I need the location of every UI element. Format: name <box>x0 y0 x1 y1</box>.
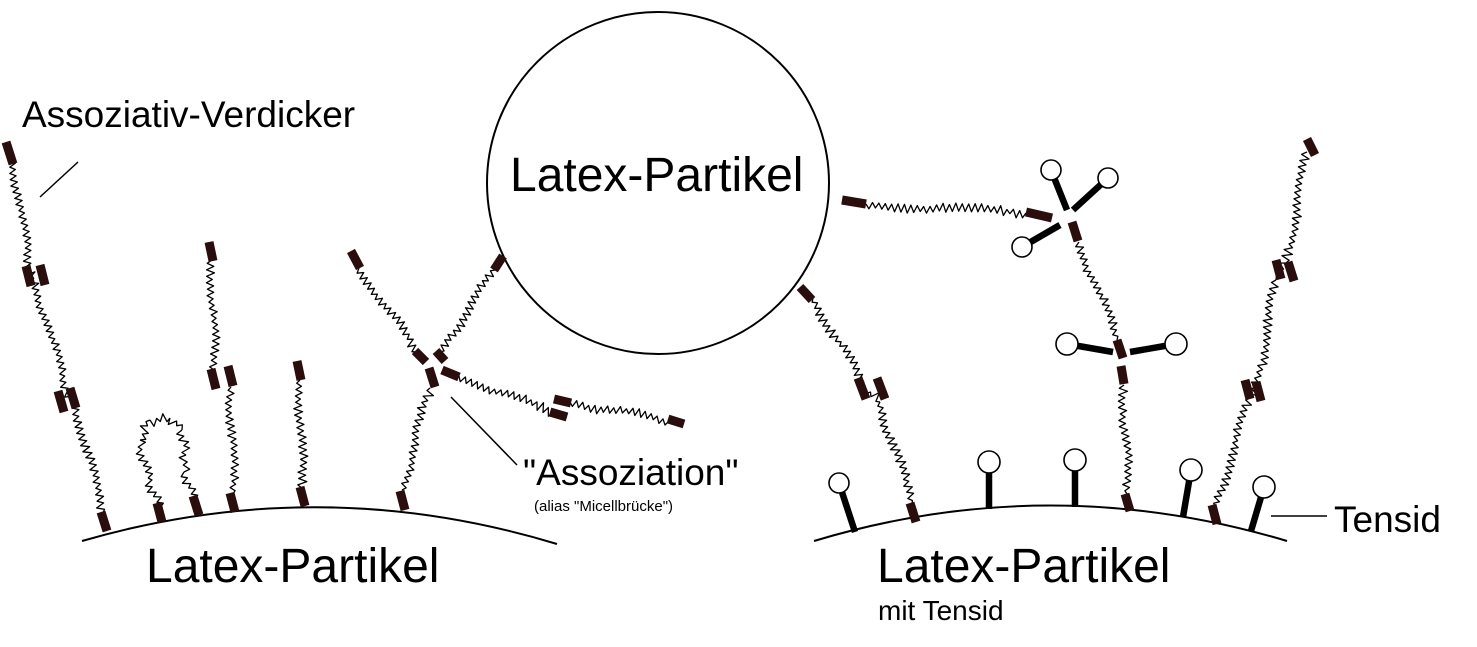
polymer-chain-segment <box>877 401 915 505</box>
polymer-chain-segment <box>401 387 435 491</box>
surfactant-molecules <box>828 159 1276 534</box>
polymer-chain-segment <box>29 277 69 393</box>
latex-particle-left-surface <box>81 506 558 545</box>
hydrophobic-block <box>490 253 507 273</box>
label-latex-partikel-right: Latex-Partikel <box>877 540 1171 593</box>
label-pointer-lines <box>39 161 1327 517</box>
hydrophobic-block <box>188 494 204 517</box>
thickener-chains <box>9 151 1310 514</box>
hydrophobic-block <box>1112 338 1128 360</box>
polymer-chain-segment <box>1254 279 1279 383</box>
hydrophobic-block <box>1116 365 1129 385</box>
hydrophobic-block <box>206 367 221 391</box>
tensid-head <box>828 472 850 494</box>
polymer-chain-segment <box>439 269 496 353</box>
tensid-head <box>1164 332 1188 356</box>
hydrophobic-block <box>1067 220 1083 243</box>
hydrophobic-block <box>223 364 238 388</box>
tensid-head <box>1040 159 1062 181</box>
polymer-chain-segment <box>149 413 171 427</box>
hydrophobic-block <box>548 407 569 422</box>
hydrophobic-block <box>152 501 167 524</box>
label-assoziativ-verdicker: Assoziativ-Verdicker <box>22 94 356 135</box>
tensid-head <box>1097 167 1119 189</box>
pointer-line <box>450 396 518 466</box>
hydrophobic-block <box>35 263 50 287</box>
pointer-line <box>39 161 79 198</box>
label-assoziation-alias: (alias "Micellbrücke") <box>534 498 674 515</box>
hydrophobic-block <box>552 394 573 408</box>
hydrophobic-block <box>1271 258 1286 281</box>
hydrophobic-block <box>853 376 871 401</box>
hydrophobic-block <box>424 366 440 389</box>
hydrophobic-block <box>872 376 890 401</box>
particles <box>81 11 1288 545</box>
tensid-head <box>1179 458 1203 482</box>
hydrophobic-end-groups <box>1 136 1320 533</box>
tensid-head <box>1011 236 1033 258</box>
polymer-chain-segment <box>1075 241 1119 341</box>
polymer-chain-segment <box>356 267 418 353</box>
polymer-chain-segment <box>1117 384 1134 495</box>
label-assoziation: "Assoziation" <box>523 452 739 493</box>
polymer-chain-segment <box>865 201 1027 219</box>
tensid-head <box>1063 448 1087 472</box>
label-latex-partikel-left: Latex-Partikel <box>146 540 440 593</box>
hydrophobic-block <box>65 386 81 410</box>
hydrophobic-block <box>395 489 410 512</box>
label-tensid: Tensid <box>1334 499 1441 540</box>
polymer-chain-segment <box>205 259 221 371</box>
tensid-head <box>1252 475 1276 499</box>
polymer-chain-segment <box>293 379 309 489</box>
polymer-chain-segment <box>139 419 151 441</box>
hydrophobic-block <box>347 248 364 271</box>
tensid-head <box>977 450 1001 474</box>
hydrophobic-block <box>1207 503 1222 526</box>
polymer-chain-segment <box>224 386 240 495</box>
polymer-chain-segment <box>135 439 154 479</box>
hydrophobic-block <box>1251 380 1266 403</box>
hydrophobic-block <box>432 347 449 365</box>
hydrophobic-block <box>53 389 69 414</box>
hydrophobic-block <box>204 241 218 262</box>
hydrophobic-block <box>21 264 36 288</box>
hydrophobic-block <box>796 283 816 304</box>
hydrophobic-block <box>666 414 686 429</box>
hydrophobic-block <box>440 365 461 382</box>
polymer-chain-segment <box>811 297 866 389</box>
polymer-chain-segment <box>458 375 554 417</box>
polymer-chain-segment <box>9 156 32 271</box>
tensid-head <box>1055 332 1079 356</box>
polymer-chain-segment <box>1281 151 1310 264</box>
hydrophobic-block <box>905 501 921 524</box>
hydrophobic-block <box>1283 260 1299 283</box>
hydrophobic-block <box>1240 378 1255 401</box>
hydrophobic-block <box>1120 492 1135 513</box>
hydrophobic-block <box>295 485 310 508</box>
hydrophobic-block <box>96 510 112 533</box>
hydrophobic-block <box>1 140 18 166</box>
label-mit-tensid: mit Tensid <box>878 595 1004 626</box>
latex-particle-right-surface <box>813 504 1288 542</box>
polymer-chain-segment <box>569 400 670 426</box>
hydrophobic-block <box>841 195 867 209</box>
label-latex-partikel-top: Latex-Partikel <box>510 149 804 202</box>
hydrophobic-block <box>292 360 306 381</box>
hydrophobic-block <box>1302 136 1320 158</box>
polymer-chain-segment <box>1213 397 1253 508</box>
hydrophobic-block <box>1024 207 1054 223</box>
hydrophobic-block <box>411 347 430 366</box>
polymer-chain-segment <box>178 454 191 473</box>
hydrophobic-block <box>225 491 240 514</box>
latex-particle-top <box>486 11 830 355</box>
polymer-chain-segment <box>71 403 106 514</box>
polymer-chain-segment <box>176 429 191 456</box>
polymer-chain-segment <box>167 417 183 431</box>
